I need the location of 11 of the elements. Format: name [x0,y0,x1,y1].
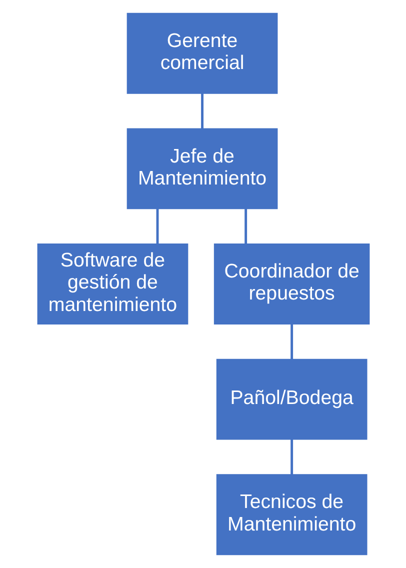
node-box: Gerente comercial [126,12,278,94]
node-box: Pañol/Bodega [216,358,367,440]
connector [290,324,293,360]
connector [200,93,203,129]
connector [156,208,158,244]
node-box: Tecnicos de Mantenimiento [216,474,367,556]
node-box: Jefe de Mantenimiento [126,128,278,210]
connector [244,208,247,244]
node-box: Coordinador de repuestos [213,244,370,324]
node-box: Software de gestión de mantenimiento [36,244,188,324]
connector [290,439,293,475]
